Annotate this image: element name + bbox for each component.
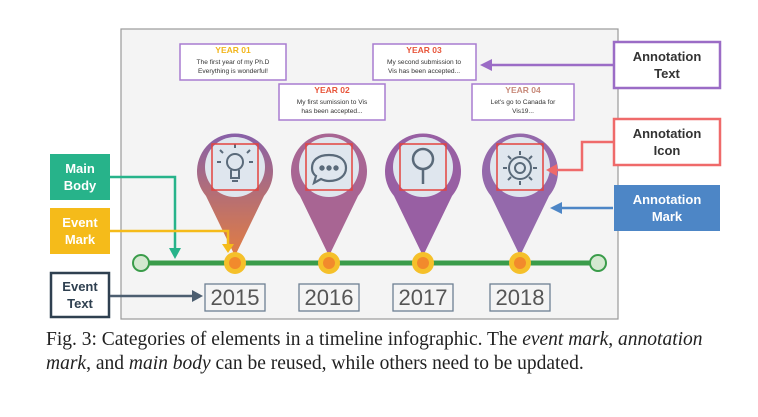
annotation-year: YEAR 02 — [314, 85, 350, 95]
event-text: 2015 — [211, 285, 260, 310]
main-body-start-cap — [132, 254, 150, 272]
event-text-box — [204, 283, 266, 312]
figure-caption: Fig. 3: Categories of elements in a time… — [46, 329, 703, 374]
icon-highlight-box — [305, 143, 353, 191]
event-text-box — [392, 283, 454, 312]
annotation-year: YEAR 03 — [406, 45, 442, 55]
annotation-text-box-3: YEAR 03 My second submission to Vis has … — [372, 43, 477, 81]
annotation-mark-callout: Annotation Mark — [550, 185, 720, 231]
gear-icon — [503, 151, 537, 185]
event-text: 2017 — [399, 285, 448, 310]
event-mark-callout: Event Mark — [50, 208, 234, 254]
timeline-infographic-diagram: YEAR 01 The first year of my Ph.D Everyt… — [49, 28, 722, 320]
icon-highlight-box — [211, 143, 259, 191]
annotation-line: Vis has been accepted... — [388, 68, 460, 75]
svg-text:Event: Event — [62, 215, 98, 230]
annotation-text-box-2: YEAR 02 My first sumission to Vis has be… — [278, 83, 386, 121]
annotation-line: has been accepted... — [301, 108, 362, 115]
svg-text:Mark: Mark — [652, 209, 683, 224]
svg-text:Annotation: Annotation — [633, 126, 702, 141]
svg-text:Annotation: Annotation — [633, 192, 702, 207]
event-text-box — [298, 283, 360, 312]
main-body-callout: Main Body — [50, 154, 181, 259]
annotation-text-box-1: YEAR 01 The first year of my Ph.D Everyt… — [179, 43, 287, 81]
svg-text:Mark: Mark — [65, 232, 96, 247]
annotation-icon-callout: Annotation Icon — [546, 117, 722, 176]
event-mark — [224, 252, 246, 274]
event-mark — [412, 252, 434, 274]
svg-text:Text: Text — [67, 296, 93, 311]
annotation-mark-pin-4 — [481, 133, 559, 256]
event-text-callout: Event Text — [49, 271, 203, 319]
svg-text:Body: Body — [64, 178, 97, 193]
annotation-line: Let's go to Canada for — [491, 99, 556, 106]
svg-text:Annotation: Annotation — [633, 49, 702, 64]
annotation-line: My second submission to — [387, 59, 461, 66]
main-body-end-cap — [589, 254, 607, 272]
annotation-mark-pin-1 — [197, 133, 273, 256]
svg-text:Event: Event — [62, 279, 98, 294]
annotation-year: YEAR 01 — [215, 45, 251, 55]
annotation-line: Everything is wonderful! — [198, 68, 268, 75]
annotation-mark-pin-3 — [385, 133, 462, 256]
annotation-text-callout: Annotation Text — [480, 40, 722, 90]
svg-text:Main: Main — [65, 161, 95, 176]
svg-text:Icon: Icon — [654, 143, 681, 158]
annotation-year: YEAR 04 — [505, 85, 541, 95]
annotation-text-box-4: YEAR 04 Let's go to Canada for Vis19... — [471, 83, 575, 121]
svg-text:Text: Text — [654, 66, 680, 81]
event-text-box — [489, 283, 551, 312]
event-mark — [318, 252, 340, 274]
annotation-line: My first sumission to Vis — [297, 99, 368, 106]
icon-highlight-box — [399, 143, 447, 191]
event-mark — [509, 252, 531, 274]
magnifier-icon — [411, 147, 435, 184]
speech-bubble-icon — [310, 153, 348, 186]
icon-highlight-box — [496, 143, 544, 191]
annotation-line: Vis19... — [512, 108, 534, 115]
annotation-line: The first year of my Ph.D — [197, 59, 270, 66]
event-text: 2016 — [305, 285, 354, 310]
event-text: 2018 — [496, 285, 545, 310]
